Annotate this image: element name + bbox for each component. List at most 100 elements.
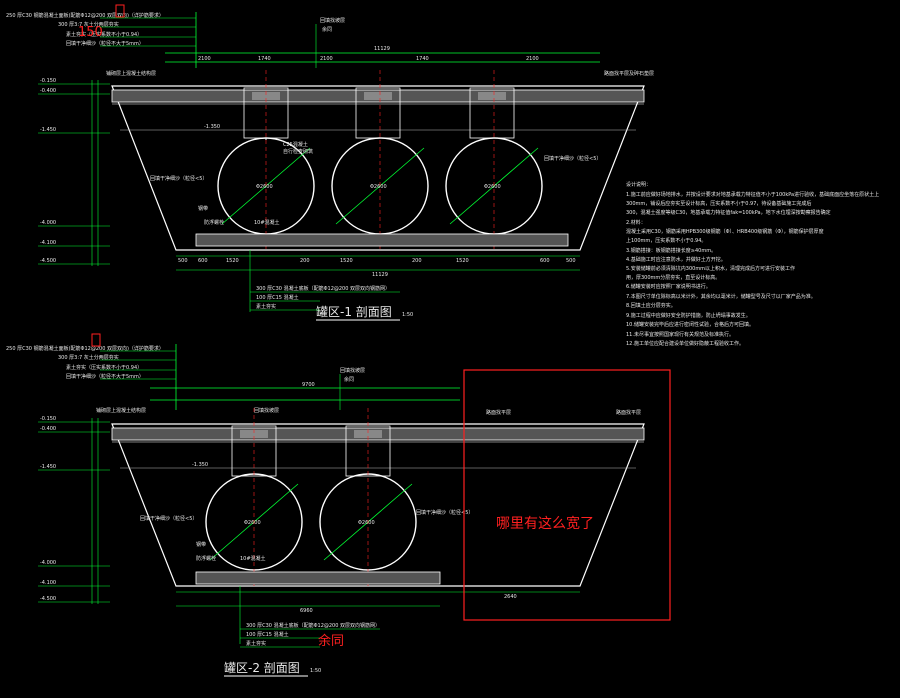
svg-text:钢带: 钢带 [196,541,206,548]
svg-text:铺砌层上混凝土结构层: 铺砌层上混凝土结构层 [96,407,146,414]
top-150-annotation: 150 [78,25,103,40]
svg-text:用，厚300mm分层夯实，直至设计标高。: 用，厚300mm分层夯实，直至设计标高。 [626,274,720,281]
svg-text:600: 600 [540,258,550,264]
svg-text:2100: 2100 [526,56,539,62]
svg-text:-4.100: -4.100 [40,580,56,586]
svg-text:-1.450: -1.450 [40,464,56,470]
s1-layer-1: 250 厚C30 钢筋混凝土面板(配筋Φ12@200 双层双向)（详护筋要求） [6,12,164,19]
svg-text:素土夯实（压实系数不小于0.94）: 素土夯实（压实系数不小于0.94） [66,364,142,371]
svg-text:-0.150: -0.150 [40,416,56,422]
s1-layer-4: 回填干净细沙（粒径不大于5mm） [66,40,144,47]
svg-text:路面找平层: 路面找平层 [486,409,511,416]
svg-text:7.本图尺寸单位除标高以米计外，其余均以毫米计，储罐型号及尺: 7.本图尺寸单位除标高以米计外，其余均以毫米计，储罐型号及尺寸以厂家产品为准。 [626,293,816,300]
s1-left-top-label: 铺砌层上混凝土结构层 [106,70,156,77]
svg-text:6.储罐安装时应按照厂家说明书进行。: 6.储罐安装时应按照厂家说明书进行。 [626,283,711,290]
svg-text:自行检查砌筑: 自行检查砌筑 [283,148,313,155]
svg-text:Φ2600: Φ2600 [358,520,375,526]
svg-text:10#混凝土: 10#混凝土 [240,555,266,562]
s1-right-top-label: 路面找平层及碎石垫层 [604,70,654,77]
svg-text:500: 500 [178,258,188,264]
svg-text:300 厚C30 混凝土底板（配筋Φ12@200 双层双向钢: 300 厚C30 混凝土底板（配筋Φ12@200 双层双向钢筋网） [246,622,380,629]
svg-text:1520: 1520 [226,258,239,264]
red-mark-2 [91,333,101,347]
svg-text:-4.000: -4.000 [40,560,56,566]
svg-text:2100: 2100 [320,56,333,62]
s1-base-slab [195,233,569,247]
svg-text:11.未尽事宜按照国家现行有关规范及标准执行。: 11.未尽事宜按照国家现行有关规范及标准执行。 [626,331,734,338]
svg-text:2100: 2100 [198,56,211,62]
svg-text:-1.450: -1.450 [40,127,56,133]
svg-text:1740: 1740 [258,56,271,62]
s2-base-slab [195,571,441,585]
svg-text:路面找平层: 路面找平层 [616,409,641,416]
section-2: 250 厚C30 钢筋混凝土面板(配筋Φ12@200 双层双向)（详护筋要求） … [6,333,645,677]
s1-elevations: -0.150 -0.400 -1.450 -4.000 -4.100 -4.50… [38,78,110,266]
svg-text:回填干净细沙（粒径<5）: 回填干净细沙（粒径<5） [416,509,473,516]
svg-text:300mm，铺设后应夯实至设计标高，压实系数不小于0.97，: 300mm，铺设后应夯实至设计标高，压实系数不小于0.97，待设备基础施工完成后 [626,200,811,207]
svg-text:12.施工单位应配合建设单位做好隐蔽工程验收工作。: 12.施工单位应配合建设单位做好隐蔽工程验收工作。 [626,340,744,347]
s2-title: 罐区-2 剖面图 [224,661,300,675]
svg-text:回填干净细沙（粒径<5）: 回填干净细沙（粒径<5） [140,515,197,522]
svg-text:钢带: 钢带 [198,205,208,212]
svg-text:250 厚C30 钢筋混凝土面板(配筋Φ12@200 双层双: 250 厚C30 钢筋混凝土面板(配筋Φ12@200 双层双向)（详护筋要求） [6,345,164,352]
svg-text:2.材料：: 2.材料： [626,219,646,226]
s1-layer-2: 300 厚3:7 灰土分两层夯实 [58,21,119,28]
svg-text:防浮螺栓: 防浮螺栓 [196,555,216,562]
svg-text:Φ2600: Φ2600 [370,184,387,190]
svg-text:3.钢筋搭接：板钢筋搭接长度≥40mm。: 3.钢筋搭接：板钢筋搭接长度≥40mm。 [626,247,716,254]
svg-text:100 厚C15 混凝土: 100 厚C15 混凝土 [246,631,289,638]
s1-layer-3: 素土夯实（压实系数不小于0.94） [66,31,142,38]
svg-text:余同: 余同 [344,376,354,383]
s1-elev-1350: -1.350 [204,124,220,130]
review-question: 哪里有这么宽了 [496,515,594,532]
svg-text:混凝土采用C30，钢筋采用HPB300级钢筋（Φ）、HRB4: 混凝土采用C30，钢筋采用HPB300级钢筋（Φ）、HRB400级钢筋（Φ），钢… [626,228,824,235]
svg-text:素土夯实: 素土夯实 [246,640,266,647]
svg-text:-4.500: -4.500 [40,258,56,264]
svg-text:1.施工前应做好场地排水，并按设计要求对地基承载力特征值不小: 1.施工前应做好场地排水，并按设计要求对地基承载力特征值不小于100kPa进行验… [626,191,879,198]
s1-overall-top: 11129 [374,46,390,52]
s1-note-top: 回填找坡层 [320,17,345,24]
svg-text:-0.400: -0.400 [40,88,56,94]
s2-tanks: Φ2600 Φ2600 [205,408,417,586]
svg-text:1520: 1520 [340,258,353,264]
svg-text:4.基础施工时应注意防水，并做好土方开挖。: 4.基础施工时应注意防水，并做好土方开挖。 [626,256,726,263]
svg-text:5.安装储罐前必须清除坑内300mm以上积水，清理完成后方可: 5.安装储罐前必须清除坑内300mm以上积水，清理完成后方可进行安装工作 [626,265,795,272]
red-mark-1 [115,4,125,18]
design-notes: 设计说明： 1.施工前应做好场地排水，并按设计要求对地基承载力特征值不小于100… [626,181,879,347]
s1-overall-bottom: 11129 [372,272,388,278]
svg-text:上100mm，压实系数不小于0.94。: 上100mm，压实系数不小于0.94。 [626,237,706,244]
s1-title: 罐区-1 剖面图 [316,305,392,319]
svg-text:回填找坡层: 回填找坡层 [340,367,365,374]
section-1: 250 厚C30 钢筋混凝土面板(配筋Φ12@200 双层双向)（详护筋要求） … [6,4,654,321]
svg-text:10.储罐安装完毕后应进行密闭性试验，合格后方可回填。: 10.储罐安装完毕后应进行密闭性试验，合格后方可回填。 [626,321,754,328]
svg-text:-0.400: -0.400 [40,426,56,432]
svg-text:9700: 9700 [302,382,315,388]
svg-text:-0.150: -0.150 [40,78,56,84]
svg-text:防浮螺栓: 防浮螺栓 [204,219,224,226]
svg-text:C25混凝土: C25混凝土 [283,141,308,148]
s2-scale: 1:50 [310,668,321,674]
review-box [463,369,671,621]
s1-scale: 1:50 [402,312,413,318]
svg-text:300 厚3:7 灰土分两层夯实: 300 厚3:7 灰土分两层夯实 [58,354,119,361]
svg-text:-4.500: -4.500 [40,596,56,602]
svg-text:1520: 1520 [456,258,469,264]
s1-note-top2: 余同 [322,26,332,33]
svg-text:-4.000: -4.000 [40,220,56,226]
svg-text:8.回填土应分层夯实。: 8.回填土应分层夯实。 [626,302,676,309]
svg-text:-1.350: -1.350 [192,462,208,468]
svg-text:300，混凝土强度等级C30，地基承载力特征值fak=100: 300，混凝土强度等级C30，地基承载力特征值fak=100kPa，地下水位埋深… [626,209,831,216]
svg-text:100 厚C15 混凝土: 100 厚C15 混凝土 [256,294,299,301]
s1-backfill-right: 回填干净细沙（粒径<5） [544,155,601,162]
s2-pit-outline [111,423,645,587]
s2-overall-bottom: 6960 [300,608,313,614]
svg-text:素土夯实: 素土夯实 [256,303,276,310]
svg-text:600: 600 [198,258,208,264]
s2-right-dim: 2640 [504,594,517,600]
s2-elevations: -0.150 -0.400 -1.450 -4.000 -4.100 -4.50… [38,416,110,604]
svg-text:Φ2600: Φ2600 [484,184,501,190]
svg-text:1740: 1740 [416,56,429,62]
s1-backfill-left: 回填干净细沙（粒径<5） [150,175,207,182]
svg-text:回填干净细沙（粒径不大于5mm）: 回填干净细沙（粒径不大于5mm） [66,373,144,380]
